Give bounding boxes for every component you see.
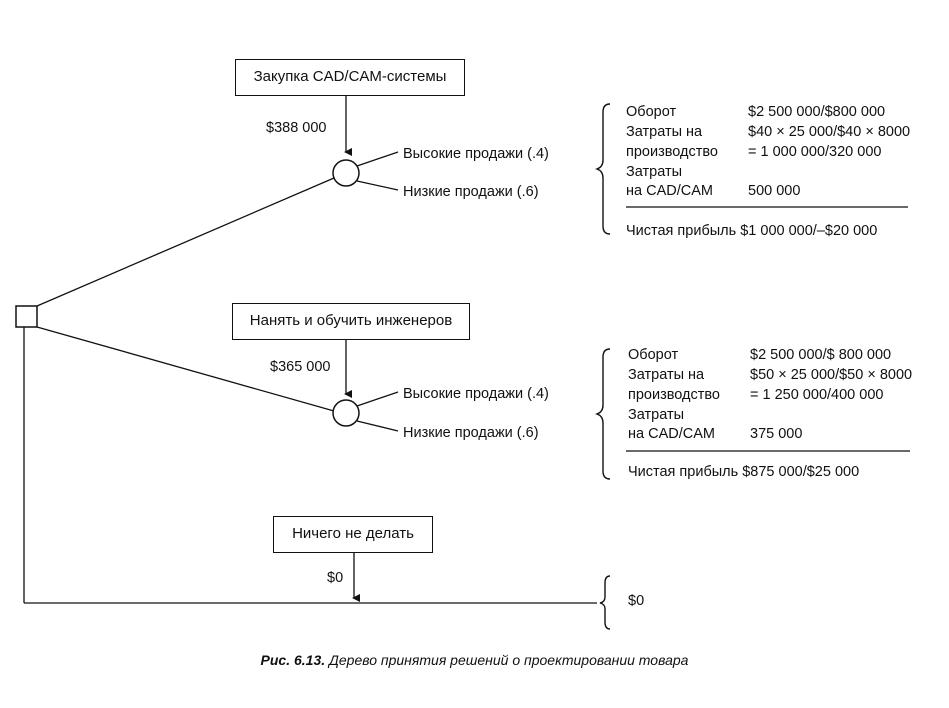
option-box-nothing: Ничего не делать bbox=[273, 516, 433, 553]
cost-label-cadcam: $388 000 bbox=[266, 120, 327, 136]
cost-label-nothing: $0 bbox=[327, 570, 344, 586]
detail-1-label-0: Оборот bbox=[626, 104, 677, 120]
nothing-result: $0 bbox=[628, 593, 645, 609]
detail-2-label-4: на CAD/CAM bbox=[628, 426, 715, 442]
detail-2-label-3: Затраты bbox=[628, 407, 685, 423]
detail-1-value-0: $2 500 000/$800 000 bbox=[748, 104, 886, 120]
detail-2-value-2: = 1 250 000/400 000 bbox=[750, 387, 884, 403]
outcome-line-low-1 bbox=[356, 180, 399, 191]
detail-1-net: Чистая прибыль $1 000 000/–$20 000 bbox=[626, 223, 878, 239]
detail-1-value-2: = 1 000 000/320 000 bbox=[748, 144, 882, 160]
detail-1-label-4: на CAD/CAM bbox=[626, 183, 713, 199]
brace-1 bbox=[594, 103, 611, 235]
outcome-high-2: Высокие продажи (.4) bbox=[403, 386, 549, 402]
detail-2-net: Чистая прибыль $875 000/$25 000 bbox=[628, 464, 860, 480]
brace-3 bbox=[599, 575, 611, 630]
detail-1-label-1: Затраты на bbox=[626, 124, 703, 140]
caption-text: Дерево принятия решений о проектировании… bbox=[325, 652, 689, 668]
outcome-line-low-2 bbox=[356, 420, 399, 432]
cost-label-engineers: $365 000 bbox=[270, 359, 331, 375]
decision-node bbox=[15, 305, 38, 328]
detail-2-label-2: производство bbox=[628, 387, 720, 403]
branch-line-cadcam bbox=[36, 177, 335, 307]
detail-1-label-2: производство bbox=[626, 144, 718, 160]
caption-prefix: Рис. 6.13. bbox=[260, 652, 326, 668]
branch-line-engineers bbox=[36, 326, 335, 412]
option-box-cadcam: Закупка CAD/CAM-системы bbox=[235, 59, 465, 96]
chance-node-cadcam bbox=[332, 159, 360, 187]
chance-node-engineers bbox=[332, 399, 360, 427]
detail-1-value-4: 500 000 bbox=[748, 183, 801, 199]
detail-2-label-1: Затраты на bbox=[628, 367, 705, 383]
outcome-low-2: Низкие продажи (.6) bbox=[403, 425, 539, 441]
detail-1-label-3: Затраты bbox=[626, 164, 683, 180]
outcome-line-high-1 bbox=[356, 151, 399, 167]
detail-2-label-0: Оборот bbox=[628, 347, 679, 363]
option-box-engineers: Нанять и обучить инженеров bbox=[232, 303, 470, 340]
outcome-high-1: Высокие продажи (.4) bbox=[403, 146, 549, 162]
outcome-low-1: Низкие продажи (.6) bbox=[403, 184, 539, 200]
outcome-line-high-2 bbox=[356, 391, 399, 407]
detail-2-value-4: 375 000 bbox=[750, 426, 803, 442]
brace-2 bbox=[594, 348, 611, 480]
detail-2-value-0: $2 500 000/$ 800 000 bbox=[750, 347, 892, 363]
detail-1-value-1: $40 × 25 000/$40 × 8000 bbox=[748, 124, 911, 140]
figure-caption: Рис. 6.13. Дерево принятия решений о про… bbox=[0, 652, 949, 668]
detail-2-value-1: $50 × 25 000/$50 × 8000 bbox=[750, 367, 913, 383]
